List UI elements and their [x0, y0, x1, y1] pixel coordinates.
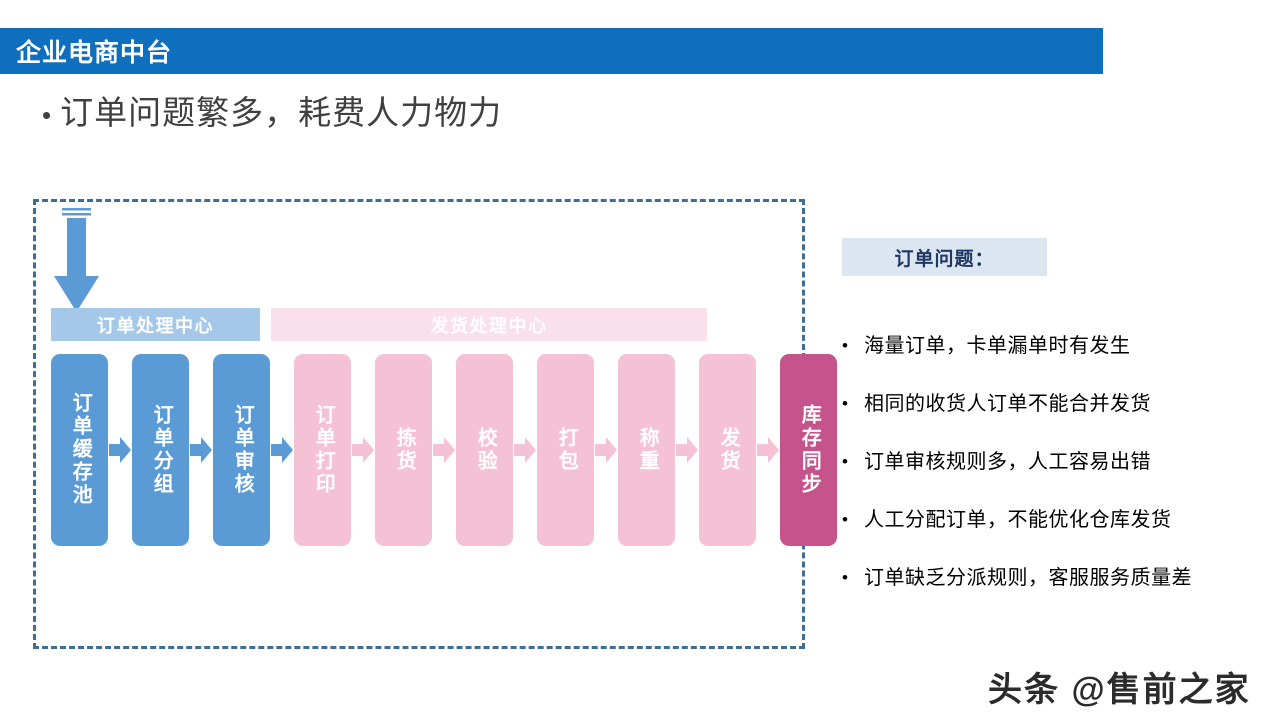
process-step-label: 校验: [474, 426, 497, 473]
process-step-label: 订单审核: [231, 403, 254, 496]
list-item-label: 人工分配订单，不能优化仓库发货: [864, 509, 1172, 531]
process-step-label: 发货: [717, 426, 740, 473]
process-step-label: 拣货: [393, 426, 416, 473]
arrow-connector-icon: [189, 436, 213, 464]
arrow-connector-icon: [270, 436, 294, 464]
list-item: • 订单审核规则多，人工容易出错: [842, 450, 1272, 474]
process-step-label: 订单分组: [150, 403, 173, 496]
process-step-shipping[interactable]: 发货: [699, 353, 756, 546]
list-item: • 相同的收货人订单不能合并发货: [842, 392, 1272, 416]
arrow-connector-icon: [756, 436, 780, 464]
list-bullet-icon: •: [842, 568, 848, 587]
slide-heading: • 订单问题繁多，耗费人力物力: [42, 94, 502, 132]
band-label: 订单处理中心: [97, 315, 214, 336]
arrow-connector-icon: [513, 436, 537, 464]
process-step-order-print[interactable]: 订单打印: [294, 353, 351, 546]
watermark: 头条 @售前之家: [988, 671, 1251, 709]
process-step-label: 订单打印: [312, 403, 335, 496]
band-order-processing-center: 订单处理中心: [51, 308, 260, 341]
process-step-weighing[interactable]: 称重: [618, 353, 675, 546]
issues-panel-header: 订单问题：: [842, 238, 1047, 276]
issues-list: • 海量订单，卡单漏单时有发生 • 相同的收货人订单不能合并发货 • 订单审核规…: [842, 334, 1272, 590]
list-item-label: 订单缺乏分派规则，客服服务质量差: [864, 567, 1192, 589]
band-shipping-processing-center: 发货处理中心: [271, 308, 707, 341]
process-step-label: 打包: [555, 426, 578, 473]
band-label: 发货处理中心: [430, 315, 548, 336]
arrow-connector-icon: [594, 436, 618, 464]
heading-bullet-icon: •: [42, 100, 52, 130]
list-item: • 人工分配订单，不能优化仓库发货: [842, 508, 1272, 532]
process-step-packing[interactable]: 打包: [537, 353, 594, 546]
list-item-label: 海量订单，卡单漏单时有发生: [864, 335, 1131, 357]
heading-text: 订单问题繁多，耗费人力物力: [60, 94, 503, 131]
process-step-picking[interactable]: 拣货: [375, 353, 432, 546]
list-bullet-icon: •: [842, 510, 848, 529]
order-issues-panel: 订单问题： • 海量订单，卡单漏单时有发生 • 相同的收货人订单不能合并发货 •…: [842, 238, 1272, 624]
list-bullet-icon: •: [842, 394, 848, 413]
arrow-connector-icon: [432, 436, 456, 464]
list-item-label: 订单审核规则多，人工容易出错: [864, 451, 1151, 473]
page-title: 企业电商中台: [16, 39, 173, 67]
arrow-connector-icon: [351, 436, 375, 464]
list-item: • 海量订单，卡单漏单时有发生: [842, 334, 1272, 358]
process-step-verification[interactable]: 校验: [456, 353, 513, 546]
process-step-order-review[interactable]: 订单审核: [213, 353, 270, 546]
list-item-label: 相同的收货人订单不能合并发货: [864, 393, 1151, 415]
process-step-label: 称重: [636, 426, 659, 473]
inflow-down-arrow-icon: [54, 208, 100, 313]
issues-panel-title: 订单问题：: [894, 248, 995, 270]
arrow-connector-icon: [108, 436, 132, 464]
arrow-connector-icon: [675, 436, 699, 464]
process-step-label: 库存同步: [798, 403, 821, 496]
slide-title-bar: 企业电商中台: [0, 28, 1103, 74]
process-step-order-grouping[interactable]: 订单分组: [132, 353, 189, 546]
list-bullet-icon: •: [842, 336, 848, 355]
process-step-label: 订单缓存池: [69, 392, 92, 507]
list-item: • 订单缺乏分派规则，客服服务质量差: [842, 566, 1272, 590]
process-step-order-cache-pool[interactable]: 订单缓存池: [51, 353, 108, 546]
list-bullet-icon: •: [842, 452, 848, 471]
process-step-inventory-sync[interactable]: 库存同步: [780, 353, 837, 546]
process-step-row: 订单缓存池 订单分组 订单审核 订单打印 拣货 校验 打包 称重: [51, 352, 837, 547]
